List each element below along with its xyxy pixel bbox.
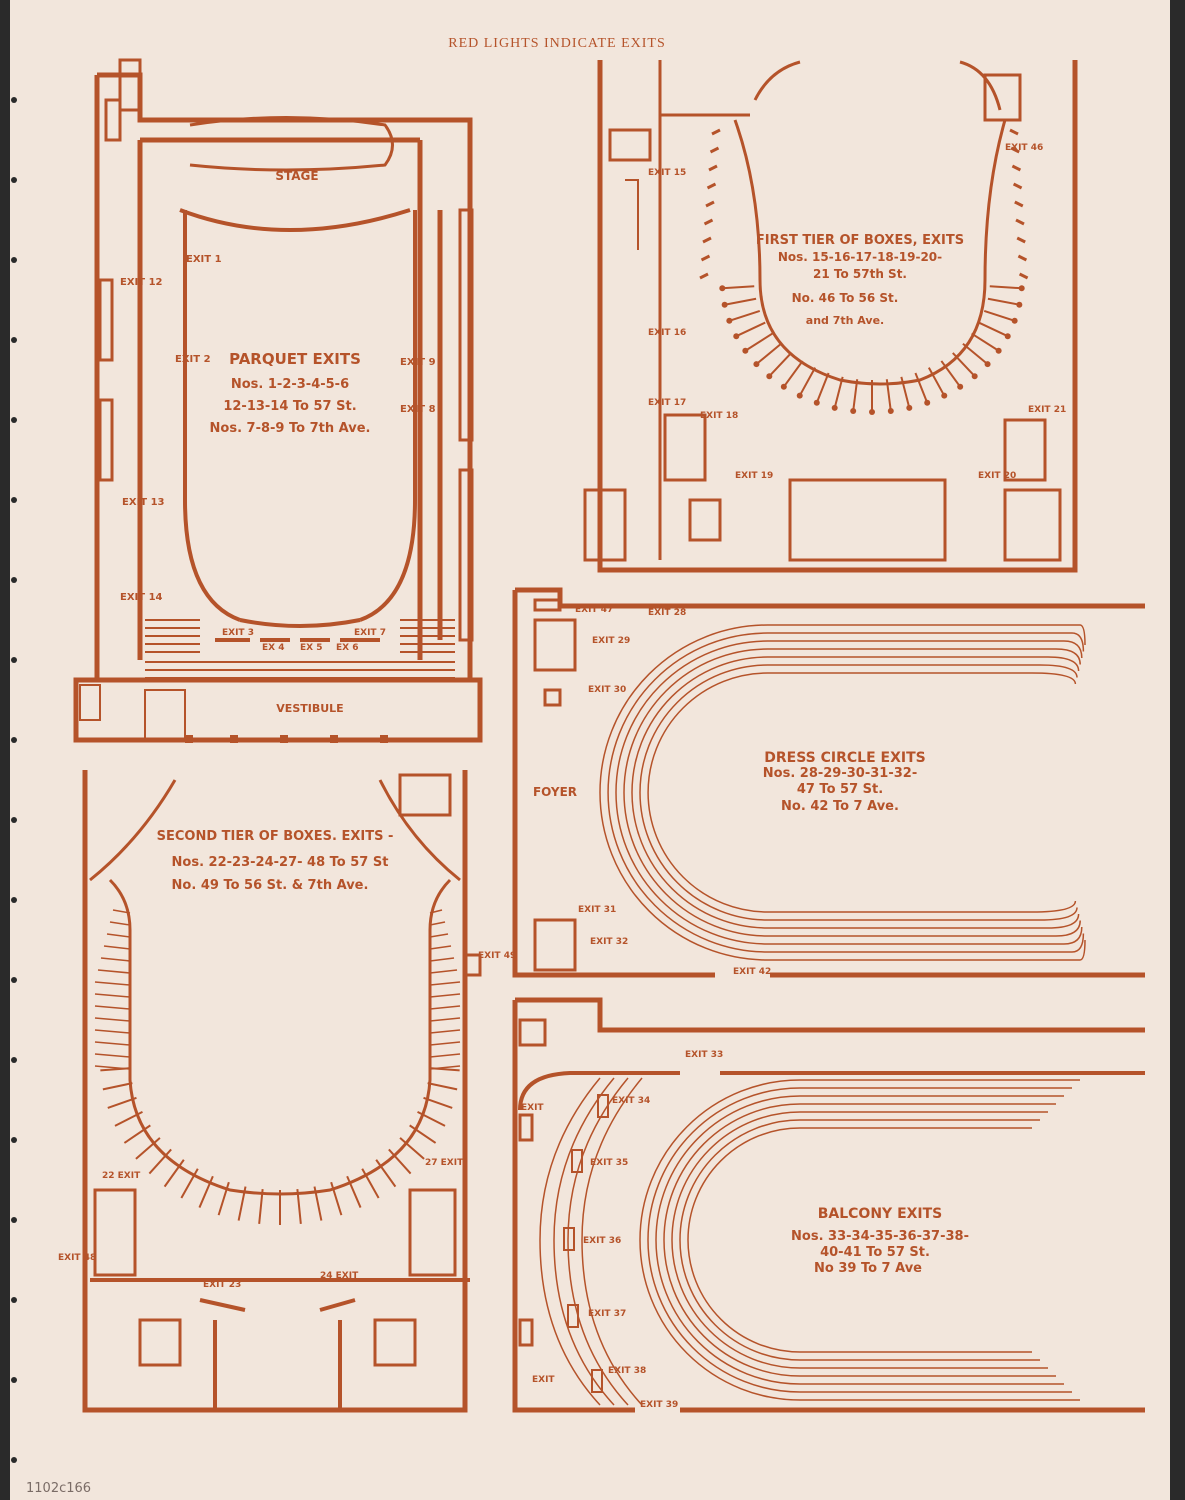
exit-label: EXIT 2: [175, 354, 211, 365]
exit-label: EXIT 8: [400, 404, 436, 415]
seating-rows: [599, 624, 1086, 961]
exit-label: EX 4: [262, 643, 284, 653]
exit-label: 27 EXIT: [425, 1158, 464, 1168]
exit-label: EXIT 30: [588, 685, 626, 695]
exit-label: EXIT 14: [120, 592, 163, 603]
seating-rows: [539, 1077, 1080, 1406]
balcony-line: 40-41 To 57 St.: [820, 1245, 930, 1260]
exit-label: EXIT 3: [222, 628, 254, 638]
exit-label: EXIT 49: [478, 951, 516, 961]
parquet-line: Nos. 1-2-3-4-5-6: [231, 377, 349, 392]
exit-label: EXIT 47: [575, 605, 613, 615]
box-seats: [699, 128, 1029, 415]
exit-label: EXIT 20: [978, 471, 1016, 481]
exit-label: EXIT 42: [733, 967, 771, 977]
exit-label: EXIT 35: [590, 1158, 628, 1168]
program-page: [10, 0, 1170, 1500]
binding-holes: [11, 97, 17, 1463]
parquet-plan: STAGE VESTIBULE PARQUET EXITS Nos. 1-2-3…: [73, 58, 483, 743]
exit-label: EXIT 32: [590, 937, 628, 947]
balcony-line: No 39 To 7 Ave: [814, 1261, 922, 1276]
exit-label: EXIT 1: [186, 254, 222, 265]
box-seats: [94, 909, 461, 1225]
exit-label: EXIT 37: [588, 1309, 626, 1319]
exit-label: EXIT 21: [1028, 405, 1066, 415]
exit-label: EXIT 18: [700, 411, 738, 421]
exit-label: EX 5: [300, 643, 322, 653]
exit-label: EXIT 48: [58, 1253, 96, 1263]
exit-label: EXIT: [521, 1103, 544, 1113]
exit-label: EXIT 33: [685, 1050, 723, 1060]
vestibule-label: VESTIBULE: [276, 702, 343, 715]
exit-label: EXIT 13: [122, 497, 165, 508]
foyer-label: FOYER: [533, 785, 577, 799]
exit-label: EXIT 46: [1005, 143, 1043, 153]
parquet-title: PARQUET EXITS: [229, 350, 361, 368]
balcony-line: Nos. 33-34-35-36-37-38-: [791, 1229, 969, 1244]
first-tier-line: and 7th Ave.: [806, 314, 884, 327]
dress-circle-title: DRESS CIRCLE EXITS: [764, 750, 925, 766]
exit-label: EXIT 15: [648, 168, 686, 178]
dress-circle-line: No. 42 To 7 Ave.: [781, 799, 899, 814]
second-tier-plan: SECOND TIER OF BOXES. EXITS - Nos. 22-23…: [58, 770, 516, 1413]
first-tier-title: FIRST TIER OF BOXES, EXITS: [756, 233, 964, 248]
first-tier-line: 21 To 57th St.: [813, 267, 907, 281]
parquet-line: 12-13-14 To 57 St.: [223, 399, 356, 414]
exit-label: EXIT 23: [203, 1280, 241, 1290]
exit-label: EXIT 9: [400, 357, 436, 368]
exit-label: EXIT 7: [354, 628, 386, 638]
exit-label: EXIT 17: [648, 398, 686, 408]
second-tier-line: No. 49 To 56 St. & 7th Ave.: [172, 878, 369, 893]
stage-label: STAGE: [275, 169, 318, 183]
exit-label: EXIT 36: [583, 1236, 621, 1246]
exit-label: EXIT 16: [648, 328, 686, 338]
exit-label: EXIT 12: [120, 277, 163, 288]
second-tier-line: Nos. 22-23-24-27- 48 To 57 St: [172, 855, 389, 870]
page-header: RED LIGHTS INDICATE EXITS: [448, 36, 665, 51]
exit-label: EXIT 38: [608, 1366, 646, 1376]
dress-circle-plan: FOYER DRESS CIRCLE EXITS Nos. 28-29-30-3…: [512, 587, 1145, 978]
second-tier-title: SECOND TIER OF BOXES. EXITS -: [157, 829, 394, 844]
balcony-title: BALCONY EXITS: [818, 1206, 943, 1222]
first-tier-line: Nos. 15-16-17-18-19-20-: [778, 250, 942, 264]
dress-circle-line: 47 To 57 St.: [797, 782, 883, 797]
exit-label: EXIT 39: [640, 1400, 678, 1410]
exit-label: EXIT 31: [578, 905, 616, 915]
catalog-mark: 1102c166: [26, 1481, 91, 1496]
exit-label: 22 EXIT: [102, 1171, 141, 1181]
first-tier-line: No. 46 To 56 St.: [792, 291, 899, 305]
exit-label: EXIT: [532, 1375, 555, 1385]
parquet-line: Nos. 7-8-9 To 7th Ave.: [210, 421, 371, 436]
exit-label: EXIT 29: [592, 636, 630, 646]
exit-label: EXIT 28: [648, 608, 686, 618]
exit-label: 24 EXIT: [320, 1271, 359, 1281]
dress-circle-line: Nos. 28-29-30-31-32-: [763, 766, 917, 781]
balcony-plan: BALCONY EXITS Nos. 33-34-35-36-37-38- 40…: [512, 997, 1145, 1413]
first-tier-plan: FIRST TIER OF BOXES, EXITS Nos. 15-16-17…: [583, 60, 1078, 573]
exit-label: EXIT 34: [612, 1096, 650, 1106]
exit-label: EX 6: [336, 643, 358, 653]
exit-label: EXIT 19: [735, 471, 773, 481]
